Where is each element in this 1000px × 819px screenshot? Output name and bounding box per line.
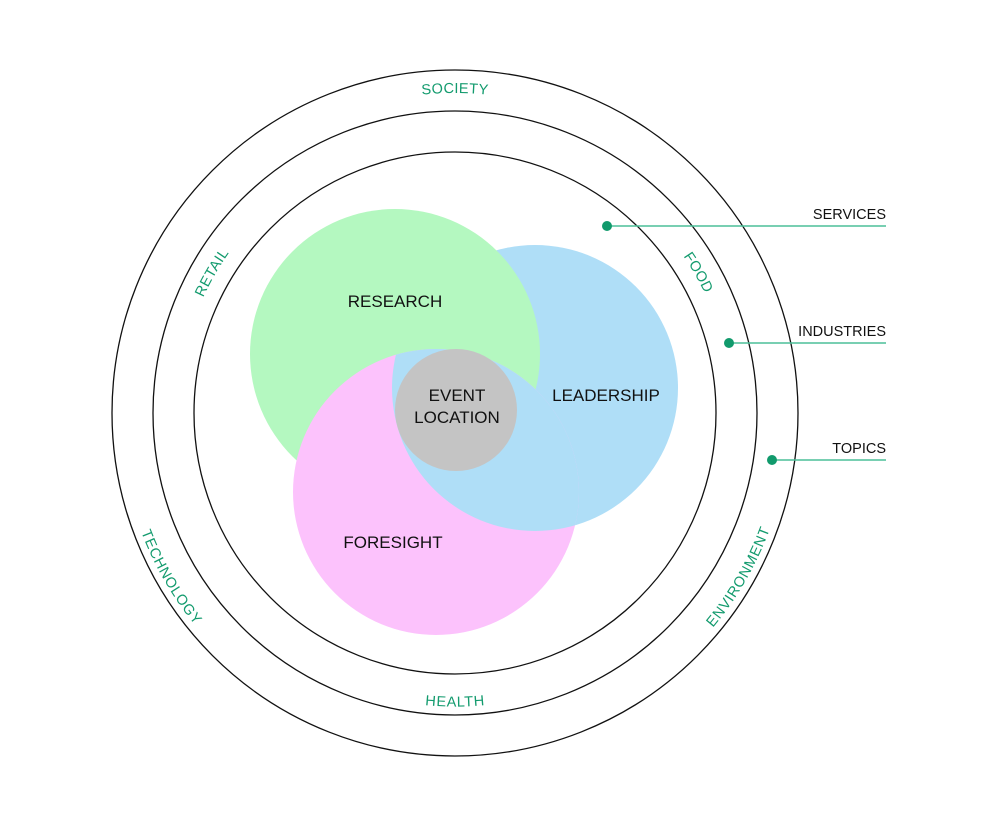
ring-label: ENVIRONMENT [704, 525, 774, 631]
services-dot [602, 221, 612, 231]
topics-dot [767, 455, 777, 465]
ring-label-text: HEALTH [425, 693, 485, 710]
ring-label: SOCIETY [421, 81, 489, 99]
ring-label-text: ENVIRONMENT [704, 525, 774, 631]
industries-label: INDUSTRIES [798, 324, 886, 340]
ring-label-text: TECHNOLOGY [137, 527, 204, 627]
outer-ring-topics [111, 69, 799, 757]
middle-ring-industries [152, 110, 758, 716]
event-label-line1: EVENT [429, 386, 486, 405]
research-label: RESEARCH [348, 292, 442, 311]
event-location-circle [395, 349, 517, 471]
ring-label-text: FOOD [680, 249, 715, 295]
topics-label: TOPICS [832, 441, 886, 457]
leadership-label: LEADERSHIP [552, 386, 660, 405]
ring-label-text: SOCIETY [421, 81, 489, 99]
event-label-line2: LOCATION [414, 408, 500, 427]
services-label: SERVICES [813, 207, 886, 223]
ring-label: HEALTH [425, 693, 486, 710]
industries-dot [724, 338, 734, 348]
ring-label: TECHNOLOGY [137, 527, 204, 627]
inner-ring-services [193, 151, 717, 675]
foresight-label: FORESIGHT [343, 533, 442, 552]
ring-label: FOOD [680, 249, 716, 295]
